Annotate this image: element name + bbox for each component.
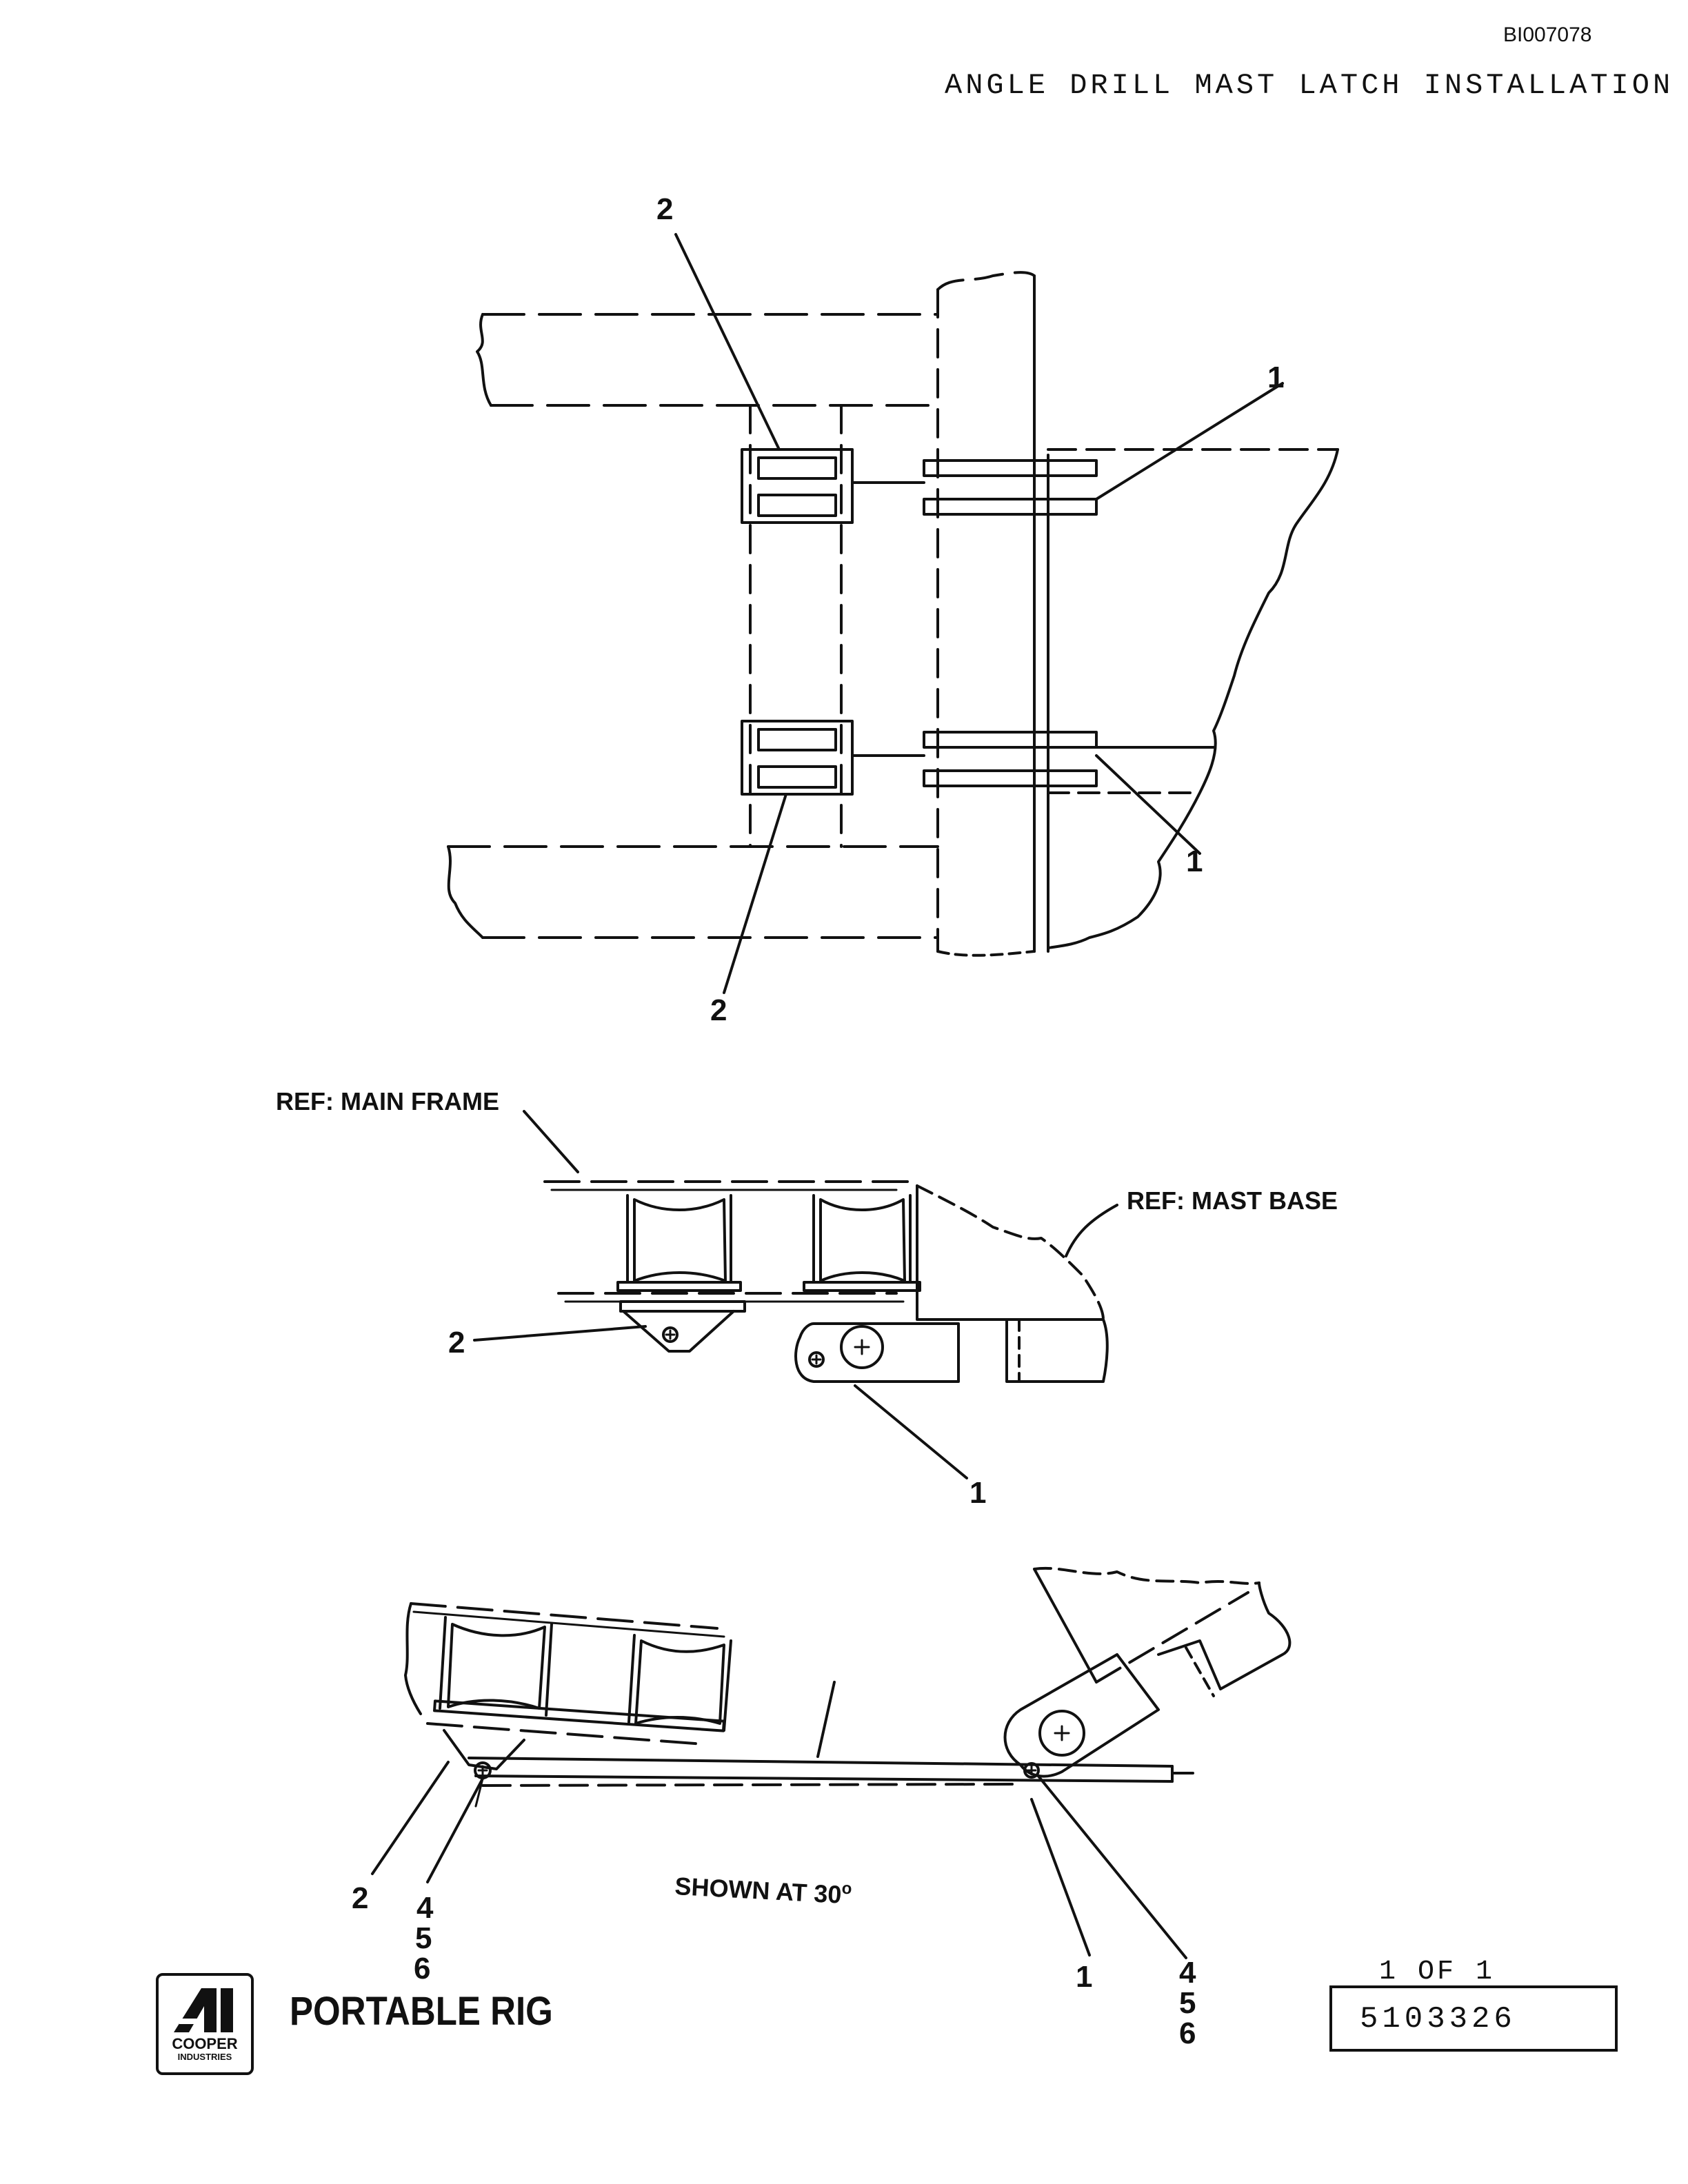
side-view — [473, 1110, 1118, 1479]
drawing-number-box: 5103326 — [1329, 1985, 1618, 2052]
cooper-industries-logo: COOPER INDUSTRIES — [156, 1973, 254, 2075]
shown-at-text: SHOWN AT 30 — [674, 1872, 843, 1909]
logo-text-industries: INDUSTRIES — [177, 2052, 232, 2062]
callout-top-view-item-2-lower: 2 — [710, 993, 727, 1027]
callout-top-view-item-2-upper: 2 — [656, 192, 673, 226]
ref-main-frame-label: REF: MAIN FRAME — [276, 1087, 499, 1115]
callout-side-view-item-2: 2 — [448, 1326, 465, 1359]
callout-top-view-item-1-lower: 1 — [1186, 845, 1203, 878]
degree-sign: o — [841, 1879, 852, 1899]
angled-view — [371, 1566, 1292, 1959]
callout-angled-right-item-4: 4 — [1179, 1956, 1196, 1990]
product-name: PORTABLE RIG — [290, 1989, 553, 2034]
document-id: BI007078 — [1503, 23, 1592, 46]
logo-text-cooper: COOPER — [172, 2035, 238, 2052]
top-view — [447, 233, 1339, 994]
callout-side-view-item-1: 1 — [969, 1476, 986, 1510]
callout-angled-item-2: 2 — [352, 1881, 368, 1915]
callout-top-view-item-1-upper: 1 — [1267, 361, 1284, 394]
callout-angled-right-item-5: 5 — [1179, 1986, 1196, 2020]
callout-angled-left-item-5: 5 — [415, 1921, 432, 1955]
callout-angled-right-item-6: 6 — [1179, 2016, 1196, 2050]
shown-at-angle-label: SHOWN AT 30o — [674, 1870, 853, 1909]
ref-mast-base-label: REF: MAST BASE — [1127, 1186, 1338, 1215]
callout-angled-item-1: 1 — [1076, 1960, 1092, 1994]
drawing-title: ANGLE DRILL MAST LATCH INSTALLATION — [945, 69, 1674, 102]
callout-angled-left-item-6: 6 — [414, 1952, 430, 1985]
callout-angled-left-item-4: 4 — [416, 1891, 434, 1925]
sheet-number: 1 OF 1 — [1379, 1957, 1496, 1988]
drawing-number: 5103326 — [1360, 2002, 1516, 2036]
logo-mark-icon — [174, 1988, 233, 2032]
